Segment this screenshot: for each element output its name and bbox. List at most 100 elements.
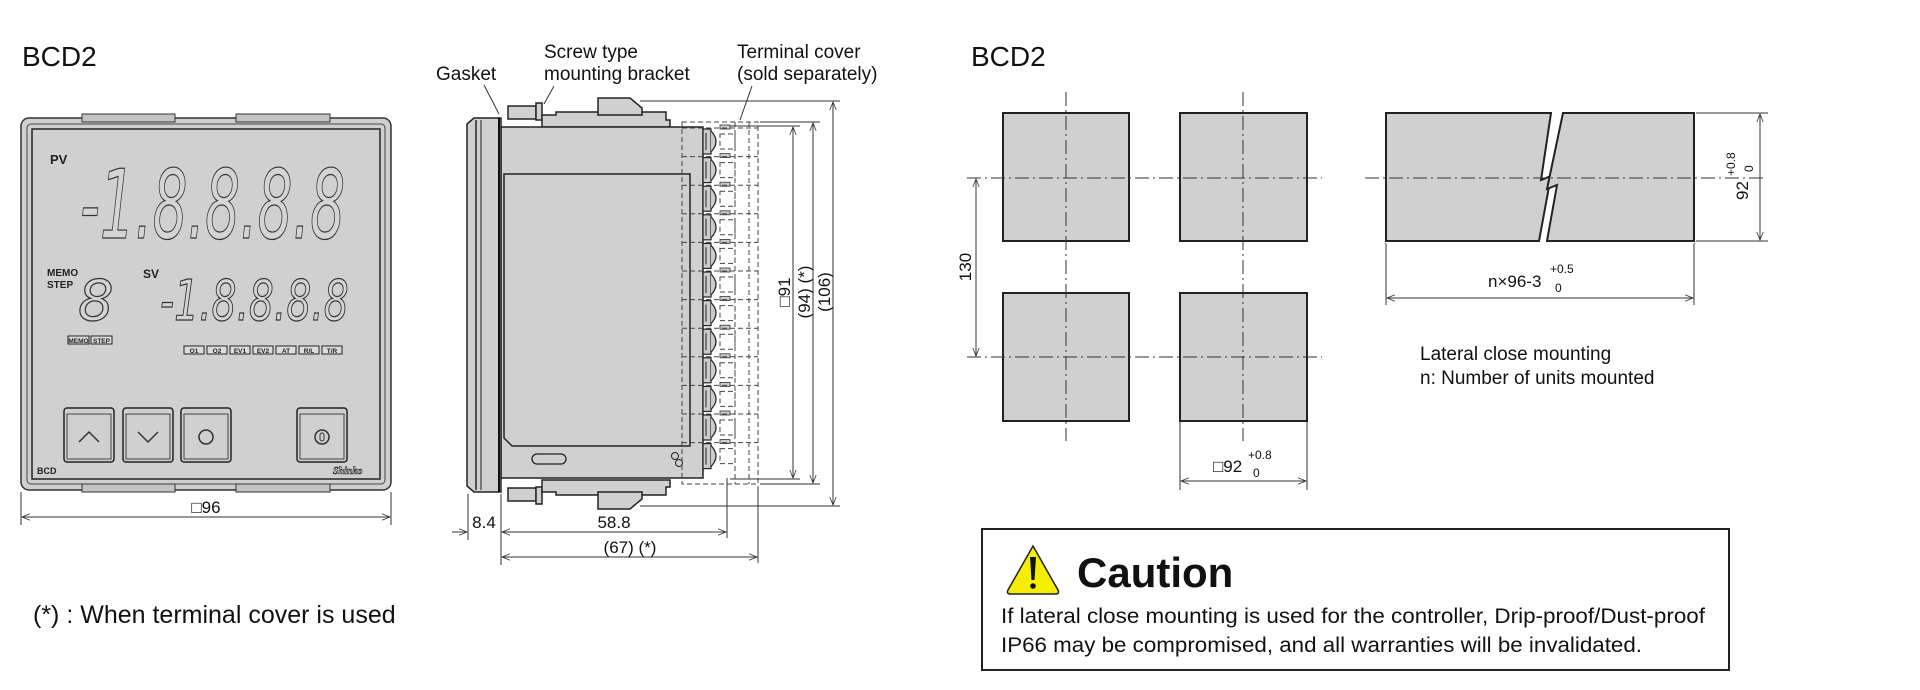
caution-title: Caution [1077,549,1233,596]
lateral-cutout [1365,112,1763,242]
lateral-width-dimension: n×96-3 +0.5 0 [1385,243,1695,305]
body-depth-label: 58.8 [597,513,630,532]
terminal-screw [682,353,758,384]
indicator-label: T/R [327,348,338,355]
front-panel: PV -1.8.8.8.8 MEMO STEP 8 SV -1.8.8.8.8 … [20,113,392,493]
panel-cutouts [967,92,1322,441]
terminal-cover-label-line2: (sold separately) [737,64,877,85]
oval-slot [531,453,567,465]
terminal-screw [682,181,758,212]
bracket-label-line1: Screw type [544,42,638,63]
gasket-label: Gasket [436,64,497,85]
indicator-t-r: T/R [321,345,343,355]
model-label: BCD [37,466,57,476]
caution-line1: If lateral close mounting is used for th… [1001,605,1705,628]
left-title: BCD2 [22,41,97,72]
lateral-height-tol-plus: +0.8 [1724,152,1738,176]
terminal-block [682,124,758,470]
indicator-label: EV2 [257,348,270,355]
indicator-label: AT [282,348,290,355]
panel-width-label: □96 [191,498,220,517]
indicator-o2: O2 [206,345,228,355]
terminal-screw [682,238,758,269]
indicator-o1: O1 [183,345,205,355]
right-title: BCD2 [971,41,1046,72]
terminal-screw [682,381,758,412]
terminal-cover-outline [681,121,759,485]
terminal-cover-label-line1: Terminal cover [737,42,861,63]
memo-indicator: MEMO [67,335,90,345]
cutout-size-label: □92 [1213,457,1242,476]
memo-display: 8 [78,269,114,334]
caution-line2: IP66 may be compromised, and all warrant… [1001,634,1642,657]
indicator-label: R/L [304,348,315,355]
pitch-label: 130 [956,253,975,281]
up-arrow-icon [78,430,100,443]
terminal-screw [682,324,758,355]
callout-bracket: Screw type mounting bracket [543,42,690,105]
lateral-width-tol-plus: +0.5 [1550,262,1574,276]
power-icon [314,429,330,445]
up-button[interactable] [63,407,115,463]
callout-gasket: Gasket [436,64,500,115]
terminal-screw [682,267,758,298]
status-indicators: O1 O2 EV1 EV2 AT R/L T/R [183,345,343,355]
memo-label: MEMO [47,268,78,279]
cutout-size-tol-minus: 0 [1253,466,1260,480]
cutout-size-dimension: □92 +0.8 0 [1179,422,1308,490]
pv-label: PV [50,152,68,167]
pv-display: -1.8.8.8.8 [80,151,345,261]
sv-label: SV [143,267,159,281]
overall-height-label: (106) [815,272,834,312]
footnote: (*) : When terminal cover is used [33,601,396,629]
side-depth-dimensions: 8.4 58.8 (67) (*) [452,478,759,565]
lateral-height-dimension: 92 +0.8 0 [1696,112,1768,242]
mounting-bracket-top [507,97,671,128]
brand-logo: Shinko [333,466,362,477]
mode-icon [198,429,214,445]
indicator-at: AT [275,345,297,355]
cutout-size-tol-plus: +0.8 [1248,448,1272,462]
step-label: STEP [47,280,73,291]
lateral-height-tol-minus: 0 [1742,165,1756,172]
indicator-r-l: R/L [298,345,320,355]
body-size-label: □91 [775,277,794,306]
terminal-screw [682,153,758,184]
callout-terminal-cover: Terminal cover (sold separately) [737,42,877,121]
lateral-note-line2: n: Number of units mounted [1420,368,1654,389]
terminal-screw [682,296,758,327]
terminal-screw [682,439,758,470]
lateral-height-label: 92 [1733,181,1752,200]
side-height-dimensions: □91 (94) (*) (106) [640,100,840,507]
step-indicator: STEP [90,335,113,345]
pitch-dimension: 130 [956,177,980,358]
indicator-label: O2 [213,348,222,355]
mounting-bracket-bottom [507,479,671,510]
height-with-cover-label: (94) (*) [795,266,814,319]
power-button[interactable] [296,407,348,463]
terminal-screw [682,410,758,441]
indicator-ev2: EV2 [252,345,274,355]
down-button[interactable] [122,407,174,463]
memo-indicator-label: MEMO [68,338,88,345]
indicator-ev1: EV1 [229,345,251,355]
mode-button[interactable] [180,407,232,463]
side-view [466,97,759,510]
label-window [503,173,691,447]
terminal-screw [682,124,758,155]
lateral-width-tol-minus: 0 [1555,281,1562,295]
sv-display: -1.8.8.8.8 [160,269,349,334]
warning-icon [1006,544,1060,595]
caution-box: Caution If lateral close mounting is use… [981,528,1730,671]
gasket-depth-label: 8.4 [472,513,496,532]
indicator-label: O1 [190,348,199,355]
lateral-note-line1: Lateral close mounting [1420,344,1611,365]
lateral-width-label: n×96-3 [1488,272,1541,291]
panel-width-dimension: □96 [20,492,392,525]
front-bezel [466,117,502,493]
indicator-label: EV1 [234,348,247,355]
depth-with-cover-label: (67) (*) [604,538,657,557]
bracket-label-line2: mounting bracket [544,64,690,85]
step-indicator-label: STEP [93,338,111,345]
